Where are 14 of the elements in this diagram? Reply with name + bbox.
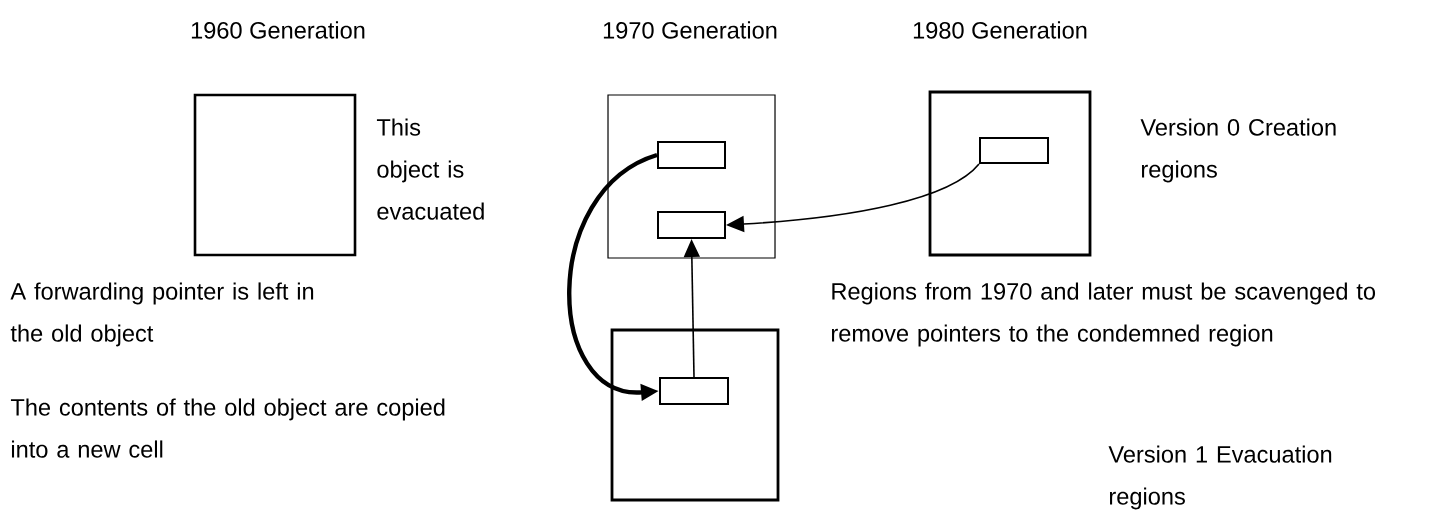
note-text: A forwarding pointer is left in the old object <box>10 282 314 347</box>
note-text: Version 1 Evacuation regions <box>1108 445 1332 510</box>
note-text: Regions from 1970 and later must be scavenged to remove pointers to the condemned region <box>832 282 1376 347</box>
note-text: This object is evacuated <box>376 118 484 220</box>
generation-heading: 1960 Generation <box>191 21 365 39</box>
cell-box <box>657 211 726 239</box>
region-box <box>610 328 780 502</box>
note-text: Version 0 Creation regions <box>1140 118 1336 183</box>
generation-heading: 1970 Generation <box>603 21 777 39</box>
cell-box <box>657 141 726 169</box>
generation-heading: 1980 Generation <box>913 21 1087 39</box>
note-text: The contents of the old object are copied into a new cell <box>10 398 445 458</box>
cell-box <box>659 377 729 405</box>
cell-box <box>979 137 1049 164</box>
